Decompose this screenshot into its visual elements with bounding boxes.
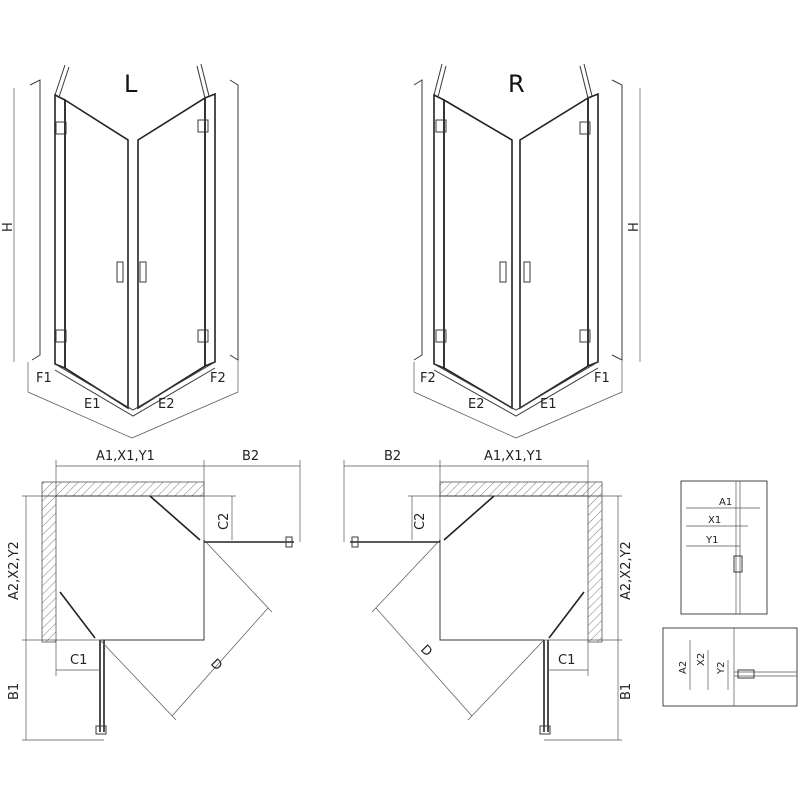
c2-label-right: C2 xyxy=(413,513,428,530)
handle-icon xyxy=(139,261,147,283)
hinge-icon xyxy=(197,329,209,343)
hinge-icon xyxy=(435,119,447,133)
door-swing-left xyxy=(59,591,96,639)
stabilizer-bar xyxy=(200,63,210,97)
hinge-icon xyxy=(579,329,591,343)
wall-top-hatched xyxy=(41,481,205,497)
shower-tray-edge xyxy=(433,361,599,411)
stabilizer-bar xyxy=(54,64,66,96)
wall-right-hatched xyxy=(587,495,603,643)
hinge-icon xyxy=(435,329,447,343)
handle-icon xyxy=(116,261,124,283)
detail-box-bottom: A2 X2 Y2 xyxy=(662,627,798,707)
a2x2y2-label-right: A2,X2,Y2 xyxy=(619,541,634,600)
detail-y1-label: Y1 xyxy=(705,535,718,546)
detail-a1-label: A1 xyxy=(719,497,732,508)
plan-view-right: A1,X1,Y1 B2 C2 A2,X2,Y2 B1 C1 D xyxy=(343,449,634,741)
door-swing-right xyxy=(548,591,585,639)
stabilizer-bar xyxy=(58,66,70,98)
isometric-view-left: L H F1 E1 E2 F2 xyxy=(1,63,239,439)
a1x1y1-label-right: A1,X1,Y1 xyxy=(484,449,543,464)
door-panel-e2 xyxy=(443,98,513,410)
left-wall-profile xyxy=(413,79,423,361)
stabilizer-bar xyxy=(583,63,593,97)
view-label-left: L xyxy=(124,70,138,98)
wall-left-hatched xyxy=(41,495,57,643)
enclosure-outline xyxy=(439,540,544,641)
e2-label-left: E2 xyxy=(158,397,175,412)
door-panel-e2 xyxy=(137,96,206,410)
height-label-right: H xyxy=(627,222,642,232)
plan-view-left: A1,X1,Y1 B2 C2 A2,X2,Y2 B1 C1 D xyxy=(7,449,301,741)
f1-label-right: F1 xyxy=(594,371,610,386)
enclosure-outline xyxy=(100,540,205,641)
b2-label-left: B2 xyxy=(242,449,259,464)
a1x1y1-label-left: A1,X1,Y1 xyxy=(96,449,155,464)
hinge-icon xyxy=(197,119,209,133)
f2-label-left: F2 xyxy=(210,371,226,386)
height-label-left: H xyxy=(1,222,16,232)
detail-a2-label: A2 xyxy=(678,661,689,674)
e1-label-right: E1 xyxy=(540,397,557,412)
door-panel-e1 xyxy=(519,96,589,410)
hinge-icon xyxy=(579,121,591,135)
b2-label-right: B2 xyxy=(384,449,401,464)
stabilizer-bar xyxy=(433,63,443,96)
right-wall-profile xyxy=(611,79,623,361)
hinge-icon xyxy=(55,329,67,343)
c2-label-left: C2 xyxy=(217,513,232,530)
fixed-panel-right xyxy=(204,92,216,368)
a2x2y2-label-left: A2,X2,Y2 xyxy=(7,541,22,600)
right-wall-profile xyxy=(229,79,239,361)
c1-label-left: C1 xyxy=(70,653,87,668)
handle-icon xyxy=(523,261,531,283)
stabilizer-bar xyxy=(196,65,206,99)
detail-x2-label: X2 xyxy=(696,653,707,666)
e2-label-right: E2 xyxy=(468,397,485,412)
isometric-view-right: R H F2 E2 E1 F1 xyxy=(413,63,642,439)
fixed-panel-left xyxy=(433,93,445,370)
b1-label-right: B1 xyxy=(619,683,634,700)
door-swing-top xyxy=(149,495,201,541)
stabilizer-bar xyxy=(579,65,589,99)
fixed-panel-left xyxy=(54,93,66,370)
f2-label-right: F2 xyxy=(420,371,436,386)
view-label-right: R xyxy=(508,70,525,98)
shower-tray-base xyxy=(433,367,599,417)
e1-label-left: E1 xyxy=(84,397,101,412)
detail-y2-label: Y2 xyxy=(716,662,727,675)
b1-label-left: B1 xyxy=(7,683,22,700)
detail-box-top: A1 X1 Y1 xyxy=(680,480,768,615)
detail-x1-label: X1 xyxy=(708,515,721,526)
stabilizer-bar xyxy=(437,65,447,98)
hinge-icon xyxy=(55,121,67,135)
c1-label-right: C1 xyxy=(558,653,575,668)
door-panel-e1 xyxy=(64,98,129,410)
fixed-panel-right xyxy=(587,92,599,368)
wall-top-hatched xyxy=(439,481,603,497)
shower-tray-base xyxy=(54,367,216,417)
d-label-left: D xyxy=(207,656,225,674)
handle-icon xyxy=(499,261,507,283)
left-wall-profile xyxy=(29,79,41,361)
door-swing-top xyxy=(443,495,495,541)
f1-label-left: F1 xyxy=(36,371,52,386)
shower-tray-edge xyxy=(54,361,216,411)
